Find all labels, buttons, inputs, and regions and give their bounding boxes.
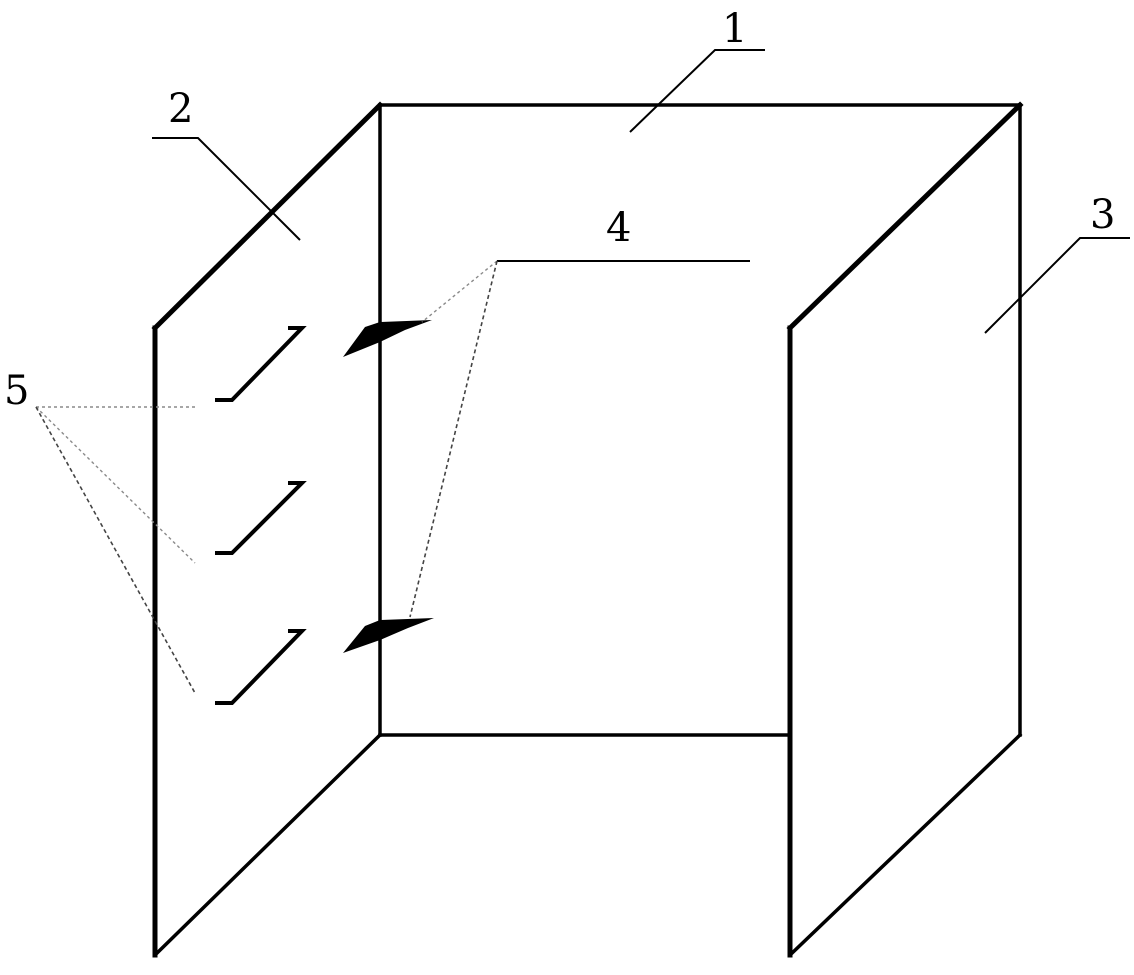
- leader-part-5-to-lower-slot: [35, 406, 196, 694]
- leader-part-1: [629, 49, 765, 133]
- leader-part-4-to-upper-fin: [421, 260, 498, 323]
- fin-upper: [343, 320, 432, 357]
- label-part-4: 4: [606, 205, 631, 251]
- fin-lower: [343, 618, 434, 653]
- label-part-1: 1: [722, 6, 747, 52]
- fin-group: [343, 320, 434, 653]
- right-side-panel: [786, 101, 1024, 958]
- slot-lower: [215, 629, 307, 705]
- leader-part-5-to-middle-slot: [35, 406, 196, 564]
- slot-upper: [215, 326, 307, 402]
- leader-part-3: [984, 237, 1130, 334]
- label-part-2: 2: [168, 86, 193, 132]
- leader-lines: [35, 49, 1130, 694]
- slot-middle: [215, 481, 307, 555]
- part-labels: 1 2 3 4 5: [4, 6, 1115, 414]
- left-side-panel: [151, 101, 384, 958]
- leader-part-4-to-lower-fin: [409, 260, 498, 618]
- leader-part-2: [152, 137, 301, 241]
- label-part-5: 5: [4, 368, 29, 414]
- slot-group: [215, 326, 307, 705]
- label-part-3: 3: [1090, 192, 1115, 238]
